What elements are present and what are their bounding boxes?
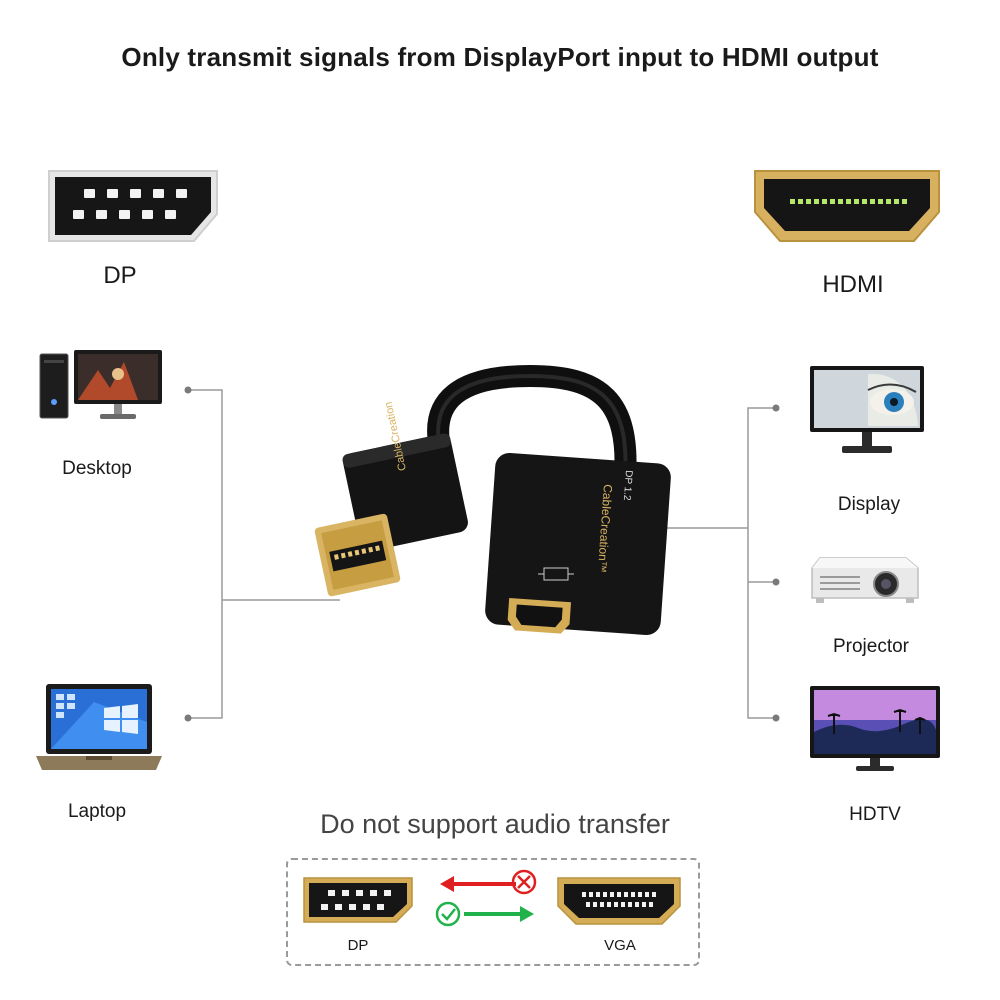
- source-label-laptop: Laptop: [67, 801, 127, 822]
- output-label-hdtv: HDTV: [849, 804, 901, 825]
- bottom-dp-port-icon: [303, 877, 413, 923]
- no-cross-icon: [511, 869, 537, 895]
- bottom-hdmi-port-icon: [557, 877, 681, 925]
- source-label-desktop: Desktop: [62, 458, 132, 479]
- hdmi-symbol-icon: [538, 567, 574, 581]
- output-label-projector: Projector: [832, 636, 910, 657]
- direction-arrows: [435, 869, 537, 927]
- monitor-icon: [810, 366, 924, 453]
- output-label-display: Display: [837, 494, 901, 515]
- bottom-right-label: VGA: [604, 937, 636, 954]
- bottom-left-label: DP: [347, 937, 369, 954]
- projector-icon: [811, 557, 919, 603]
- dp-port-icon: [48, 170, 218, 242]
- hdmi-port-icon: [754, 170, 940, 242]
- audio-note: Do not support audio transfer: [320, 809, 670, 839]
- no-reverse-arrow: [440, 876, 516, 892]
- hdtv-icon: [810, 686, 940, 771]
- dp-to-hdmi-adapter: CableCreation CableCreation™ DP 1.2: [314, 364, 671, 635]
- laptop-icon: [36, 684, 162, 770]
- hdmi-label: HDMI: [822, 271, 884, 298]
- desktop-pc-icon: [39, 350, 162, 419]
- yes-check-icon: [435, 901, 461, 927]
- adapter-version-text: DP 1.2: [621, 470, 634, 502]
- adapter-brand-tm-text: CableCreation™: [595, 484, 615, 573]
- dp-label: DP: [103, 262, 137, 289]
- yes-forward-arrow: [464, 906, 534, 922]
- compatibility-box: [286, 858, 700, 966]
- page-title: Only transmit signals from DisplayPort i…: [121, 42, 879, 72]
